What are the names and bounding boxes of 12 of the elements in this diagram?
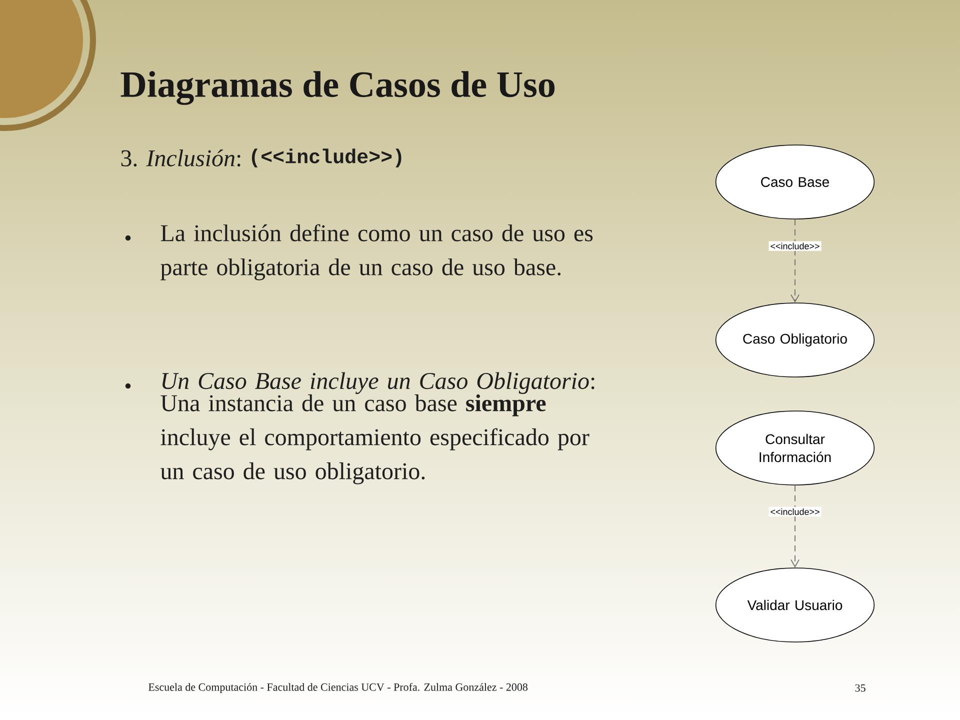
section-heading: (<<include>>) <box>252 148 402 168</box>
paragraph: Una instancia de un caso base siempre incluye el comportamiento especificado por un caso de uso obligatorio. <box>160 394 590 484</box>
section-heading: 3. Inclusión: <box>121 150 240 167</box>
paragraph: Un Caso Base incluye un Caso Obligatorio: <box>162 372 594 394</box>
footer-text: Escuela de Computación - Facultad de Ciencias UCV - Profa. Zulma González - 2008 <box>148 682 528 694</box>
edge-label: <<include>> <box>768 506 822 517</box>
paragraph: La inclusión define como un caso de uso es parte obligatoria de un caso de uso base. <box>160 224 593 280</box>
slide-title: Diagramas de Casos de Uso <box>120 71 555 105</box>
edge-label: <<include>> <box>768 241 822 251</box>
include-arrow <box>790 484 800 568</box>
include-arrow <box>790 218 800 303</box>
page-number: 35 <box>855 684 866 692</box>
